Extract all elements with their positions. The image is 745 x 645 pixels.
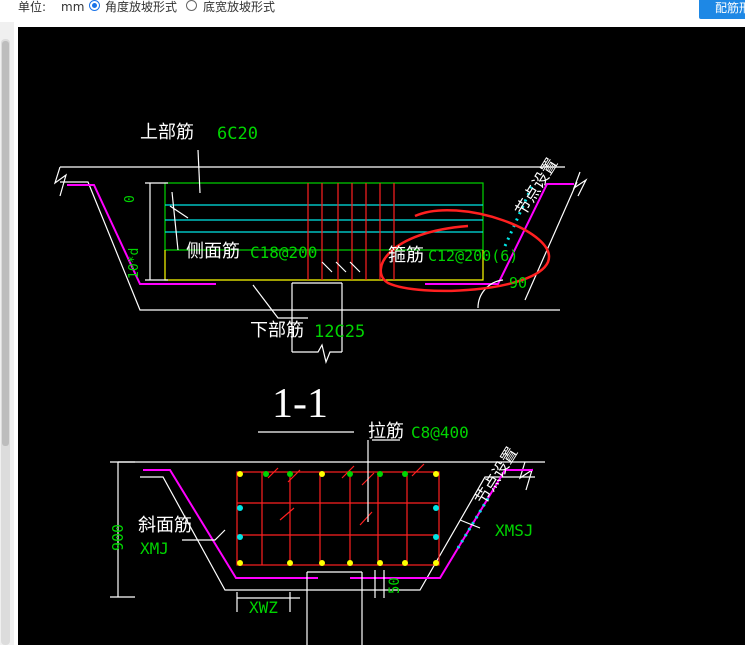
section-label: 1-1 (272, 381, 328, 427)
xwz-label[interactable]: XWZ (249, 598, 278, 617)
option-angle-slope-label[interactable]: 角度放坡形式 (105, 0, 178, 14)
unit-label: 单位: (18, 0, 47, 14)
scrollbar-thumb[interactable] (2, 41, 9, 446)
xmsj-label[interactable]: XMSJ (495, 521, 534, 540)
section-drawing (53, 149, 588, 645)
side-rebar-spec[interactable]: C18@200 (250, 243, 318, 262)
left-scrollbar[interactable] (0, 22, 14, 645)
radio-width-slope[interactable] (186, 0, 197, 11)
slope-rebar-name: 斜面筋 (138, 515, 192, 536)
dim-900: 900 (109, 523, 127, 551)
angle-90: 90 (509, 274, 528, 292)
side-rebar-name: 侧面筋 (186, 241, 240, 262)
dim-50: 50 (387, 577, 403, 594)
panel-divider (14, 22, 18, 645)
top-rebar-spec[interactable]: 6C20 (217, 124, 258, 144)
stirrup-spec[interactable]: C12@200(6) (428, 247, 519, 265)
bottom-rebar-name: 下部筋 (250, 320, 304, 341)
dim-10d: 10*d (127, 247, 142, 279)
unit-value: mm (61, 0, 85, 14)
toolbar: 单位: mm 角度放坡形式 底宽放坡形式 配筋形 (0, 0, 745, 22)
rebar-config-button[interactable]: 配筋形 (699, 0, 745, 19)
dim-zero: 0 (123, 195, 138, 203)
stirrup-name: 箍筋 (388, 245, 424, 266)
tie-rebar-name: 拉筋 (368, 421, 404, 442)
cad-drawing-canvas[interactable]: 上部筋 6C20 0 10*d 侧面筋 C18@200 箍筋 C12@200(6… (18, 27, 745, 645)
slope-rebar-spec[interactable]: XMJ (140, 539, 169, 558)
option-width-slope-label[interactable]: 底宽放坡形式 (203, 0, 276, 14)
scrollbar-track[interactable] (1, 39, 10, 645)
radio-angle-slope[interactable] (89, 0, 100, 11)
top-rebar-name: 上部筋 (140, 122, 194, 143)
tie-rebar-spec[interactable]: C8@400 (411, 423, 469, 442)
bottom-rebar-spec[interactable]: 12C25 (314, 322, 366, 342)
